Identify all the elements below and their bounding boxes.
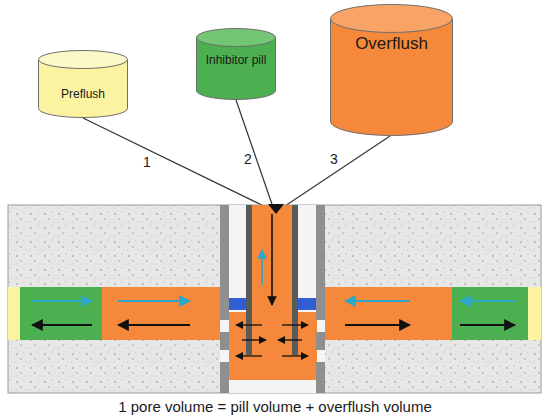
flow-arrow [236, 324, 262, 325]
cylinder-side [196, 37, 197, 91]
flow-arrow [345, 300, 410, 302]
flow-arrow [118, 324, 190, 326]
packer [229, 298, 246, 310]
cylinder-side [275, 37, 276, 91]
cylinder-top [331, 5, 453, 33]
pill-band [452, 287, 528, 340]
cylinder-side [127, 59, 128, 109]
fluid-tank: Preflush [38, 50, 128, 118]
flow-arrow [32, 300, 92, 302]
feed-line [83, 118, 272, 210]
flow-arrow [282, 355, 308, 356]
formation-arrows [32, 301, 515, 325]
flow-arrow [236, 355, 262, 356]
cylinder-body [331, 18, 453, 122]
flow-arrow [345, 324, 410, 326]
pill-band [20, 287, 102, 340]
preflush-band [8, 287, 20, 340]
fluid-tank: Inhibitor pill [196, 28, 276, 100]
callout-number: 2 [244, 152, 252, 166]
tank-label: Inhibitor pill [200, 54, 272, 68]
cylinder-side [330, 18, 331, 122]
perforation-arrows [236, 325, 308, 356]
cylinder-side [452, 18, 453, 122]
overflush-band [318, 287, 452, 340]
cylinder-top [39, 51, 128, 69]
formation-rock [8, 205, 541, 393]
casing-wall [316, 362, 325, 393]
tank-label: Overflush [334, 34, 449, 54]
flow-arrow [271, 214, 273, 305]
fluid-tank: Overflush [330, 4, 453, 136]
callout-number: 1 [143, 155, 151, 169]
casing-wall [316, 205, 325, 320]
junction-arrowhead [268, 204, 284, 214]
flow-arrow [282, 324, 308, 325]
preflush-band [528, 287, 541, 340]
flow-arrow [261, 250, 263, 285]
casing-wall [220, 332, 229, 350]
cylinder-top [197, 29, 276, 47]
flow-arrow [118, 300, 190, 302]
flow-arrow [460, 324, 515, 326]
cylinder-shape [330, 4, 453, 136]
tubing-wall [246, 205, 252, 355]
flow-arrow [242, 339, 266, 340]
cylinder-side [38, 59, 39, 109]
tubing-wall [292, 205, 298, 355]
casing-wall [220, 362, 229, 393]
casing-wall [220, 205, 229, 320]
feed-line [279, 136, 390, 210]
wellbore-space [220, 205, 325, 393]
tank-label: Preflush [42, 88, 124, 102]
casing-wall [316, 332, 325, 350]
feed-line [236, 100, 274, 210]
flow-arrow [278, 339, 302, 340]
flow-arrow [32, 324, 92, 326]
caption: 1 pore volume = pill volume + overflush … [0, 398, 550, 415]
cylinder-shape [38, 50, 128, 118]
wellbore [220, 205, 325, 393]
flow-arrow [460, 300, 515, 302]
tubing-fluid [252, 205, 292, 355]
overflush-band [102, 287, 228, 340]
packer [298, 298, 316, 310]
callout-number: 3 [330, 152, 338, 166]
